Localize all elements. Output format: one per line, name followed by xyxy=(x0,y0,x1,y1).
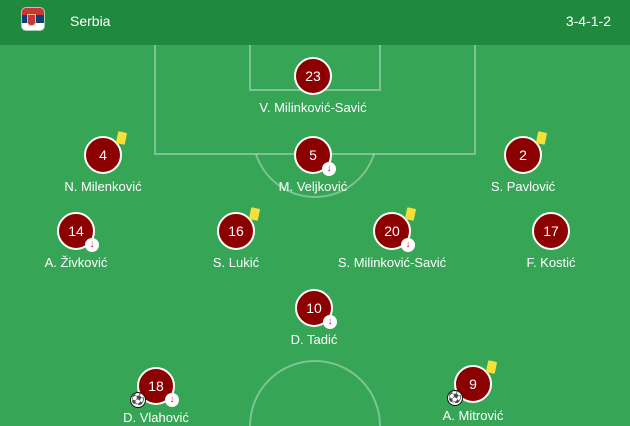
yellow-card-icon xyxy=(535,131,548,145)
player-name: M. Veljković xyxy=(278,179,348,194)
player-number-badge: 16 xyxy=(217,207,261,250)
player-marker[interactable]: 9⚽A. Mitrović xyxy=(403,360,543,423)
player-name: S. Milinković-Savić xyxy=(337,255,447,270)
player-marker[interactable]: 14↓ A. Živković xyxy=(6,212,146,270)
player-name: A. Živković xyxy=(44,255,108,270)
player-marker[interactable]: 20↓ S. Milinković-Savić xyxy=(322,207,462,270)
player-marker[interactable]: 5↓M. Veljković xyxy=(243,136,383,194)
player-number-badge: 20↓ xyxy=(373,207,417,252)
player-number-badge: 5↓ xyxy=(294,136,336,176)
player-marker[interactable]: 2 S. Pavlović xyxy=(453,131,593,194)
team-header: Serbia 3-4-1-2 xyxy=(0,0,630,45)
player-number: 23 xyxy=(305,68,321,84)
player-marker[interactable]: 4 N. Milenković xyxy=(33,131,173,194)
player-number-badge: 4 xyxy=(84,131,128,174)
player-number: 5 xyxy=(309,147,317,163)
player-number: 20 xyxy=(384,223,400,239)
substitution-out-icon: ↓ xyxy=(322,162,336,176)
player-name: S. Lukić xyxy=(212,255,260,270)
substitution-out-icon: ↓ xyxy=(323,315,337,329)
player-number: 14 xyxy=(68,223,84,239)
player-number-badge: 14↓ xyxy=(57,212,99,252)
player-marker[interactable]: 10↓ D. Tadić xyxy=(244,289,384,347)
yellow-card-icon xyxy=(404,207,417,221)
player-marker[interactable]: 18↓ ⚽ D. Vlahović xyxy=(86,367,226,425)
player-number-badge: 9⚽ xyxy=(447,360,498,406)
yellow-card-icon xyxy=(248,207,261,221)
goal-ball-icon: ⚽ xyxy=(447,390,463,406)
player-number-badge: 2 xyxy=(504,131,548,174)
team-name: Serbia xyxy=(70,13,111,29)
serbia-flag-icon xyxy=(22,8,44,30)
player-number: 9 xyxy=(469,376,477,392)
player-marker[interactable]: 23 V. Milinković-Savić xyxy=(243,57,383,115)
goal-ball-icon: ⚽ xyxy=(130,392,146,408)
player-number: 16 xyxy=(228,223,244,239)
player-number: 2 xyxy=(519,147,527,163)
formation-label: 3-4-1-2 xyxy=(565,13,611,29)
substitution-out-icon: ↓ xyxy=(165,393,179,407)
player-number: 18 xyxy=(148,378,164,394)
player-marker[interactable]: 17 F. Kostić xyxy=(481,212,621,270)
yellow-card-icon xyxy=(115,131,128,145)
yellow-card-icon xyxy=(485,360,498,374)
player-name: V. Milinković-Savić xyxy=(259,100,367,115)
player-number: 4 xyxy=(99,147,107,163)
player-name: N. Milenković xyxy=(64,179,142,194)
substitution-out-icon: ↓ xyxy=(85,238,99,252)
substitution-out-icon: ↓ xyxy=(401,238,415,252)
player-name: D. Vlahović xyxy=(123,410,189,425)
player-number-badge: 23 xyxy=(294,57,332,95)
player-number-badge: 18↓ ⚽ xyxy=(130,367,179,408)
player-name: S. Pavlović xyxy=(490,179,556,194)
player-name: A. Mitrović xyxy=(442,408,504,423)
player-number: 10 xyxy=(306,300,322,316)
player-number-badge: 17 xyxy=(532,212,570,250)
player-number-badge: 10↓ xyxy=(295,289,337,329)
player-name: F. Kostić xyxy=(526,255,576,270)
player-name: D. Tadić xyxy=(290,332,338,347)
player-number: 17 xyxy=(543,223,559,239)
player-marker[interactable]: 16 S. Lukić xyxy=(166,207,306,270)
